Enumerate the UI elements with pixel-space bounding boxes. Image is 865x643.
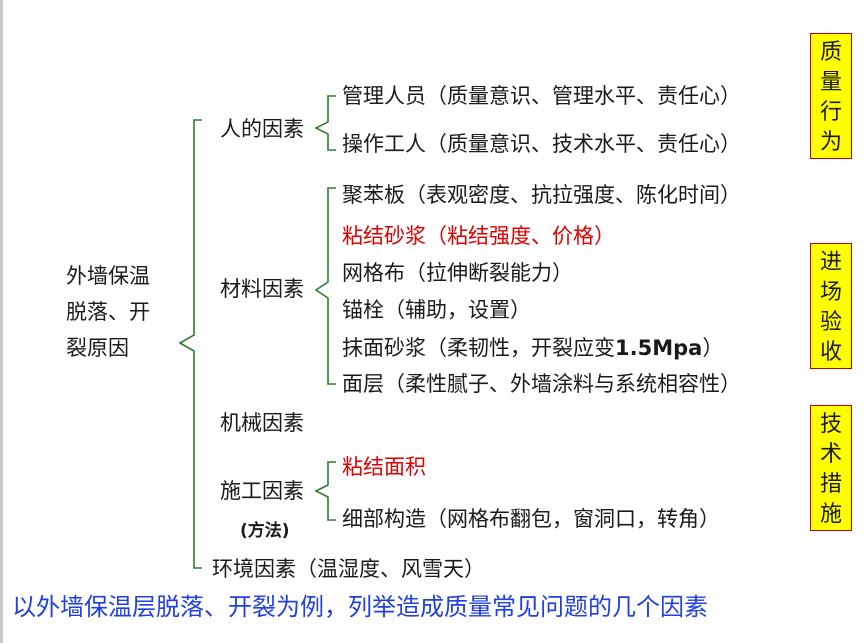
plaster-mortar-prefix: 抹面砂浆（柔韧性，开裂应变 [342, 336, 615, 360]
side-box-1-char-3: 行 [819, 100, 842, 125]
root-line-3: 裂原因 [66, 336, 129, 360]
material-item-anchor: 锚栓（辅助，设置） [342, 298, 531, 322]
side-box-2-char-2: 场 [819, 280, 842, 305]
construction-item-bond-area: 粘结面积 [342, 455, 426, 479]
material-brace [314, 187, 336, 385]
factor-environment: 环境因素（温湿度、风雪天） [212, 557, 485, 581]
root-node: 外墙保温 脱落、开 裂原因 [66, 258, 176, 366]
factor-machine: 机械因素 [220, 411, 304, 435]
construction-brace [314, 461, 336, 521]
side-box-3-char-1: 技 [819, 412, 842, 437]
plaster-mortar-value: 1.5Mpa [615, 336, 703, 360]
left-edge-rule [0, 0, 3, 643]
main-brace [178, 119, 202, 569]
material-item-eps-board: 聚苯板（表观密度、抗拉强度、陈化时间） [342, 183, 741, 207]
material-item-surface-layer: 面层（柔性腻子、外墙涂料与系统相容性） [342, 372, 741, 396]
side-box-3-char-2: 术 [819, 442, 842, 467]
side-box-1-char-1: 质 [819, 40, 842, 65]
side-box-technical-measures: 技 术 措 施 [810, 405, 852, 531]
human-brace [314, 95, 336, 151]
material-item-plaster-mortar: 抹面砂浆（柔韧性，开裂应变1.5Mpa） [342, 335, 723, 361]
root-line-1: 外墙保温 [66, 264, 150, 288]
factor-construction: 施工因素 [220, 479, 304, 503]
plaster-mortar-suffix: ） [702, 336, 724, 360]
human-item-management: 管理人员（质量意识、管理水平、责任心） [342, 84, 741, 108]
human-item-workers: 操作工人（质量意识、技术水平、责任心） [342, 132, 741, 156]
side-box-1-char-2: 量 [819, 70, 842, 95]
construction-note: (方法) [240, 521, 290, 541]
caption: 以外墙保温层脱落、开裂为例，列举造成质量常见问题的几个因素 [12, 593, 708, 621]
material-item-mesh: 网格布（拉伸断裂能力） [342, 261, 573, 285]
side-box-site-acceptance: 进 场 验 收 [810, 243, 852, 369]
construction-item-details: 细部构造（网格布翻包，窗洞口，转角） [342, 507, 720, 531]
side-box-1-char-4: 为 [819, 130, 842, 155]
side-box-3-char-3: 措 [819, 472, 842, 497]
material-item-bonding-mortar: 粘结砂浆（粘结强度、价格） [342, 224, 615, 248]
side-box-2-char-4: 收 [819, 340, 842, 365]
side-box-2-char-3: 验 [819, 310, 842, 335]
factor-material: 材料因素 [220, 277, 304, 301]
factor-human: 人的因素 [220, 117, 304, 141]
side-box-quality-behavior: 质 量 行 为 [810, 33, 852, 159]
side-box-3-char-4: 施 [819, 502, 842, 527]
root-line-2: 脱落、开 [66, 300, 150, 324]
side-box-2-char-1: 进 [819, 250, 842, 275]
